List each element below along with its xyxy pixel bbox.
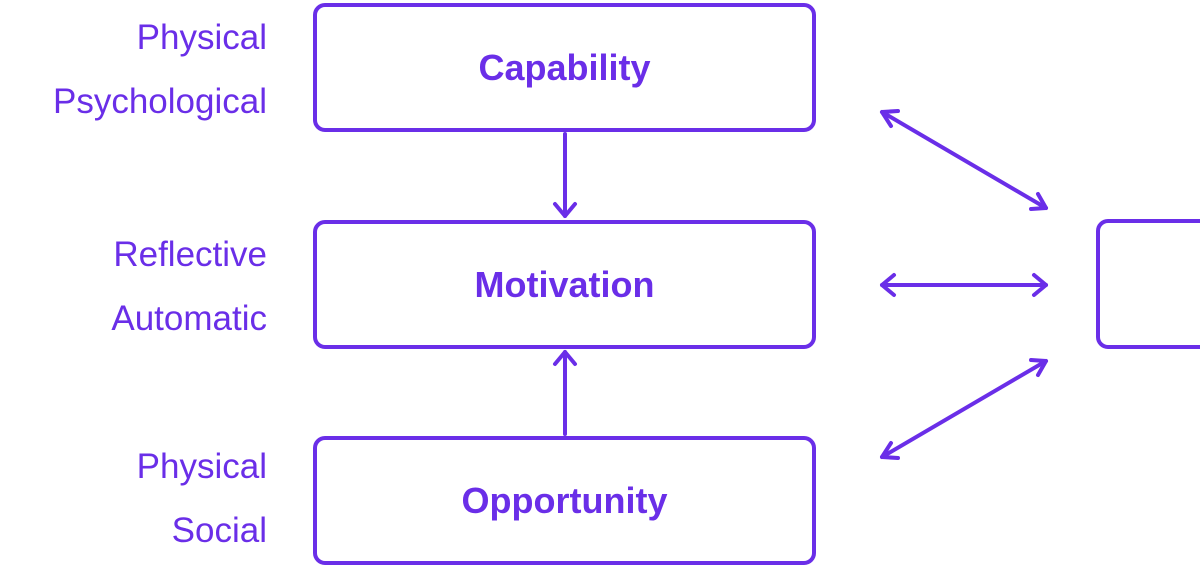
arrow-opportunity-behaviour bbox=[880, 358, 1048, 460]
opportunity-box: Opportunity bbox=[313, 436, 816, 565]
capability-sub-physical: Physical bbox=[136, 18, 267, 57]
arrow-opportunity-to-motivation bbox=[553, 350, 577, 436]
opportunity-sub-social: Social bbox=[171, 511, 267, 550]
capability-box: Capability bbox=[313, 3, 816, 132]
arrow-capability-to-motivation bbox=[553, 132, 577, 218]
opportunity-sub-physical: Physical bbox=[136, 447, 267, 486]
motivation-sub-reflective: Reflective bbox=[113, 235, 267, 274]
opportunity-title: Opportunity bbox=[461, 479, 668, 521]
motivation-box: Motivation bbox=[313, 220, 816, 349]
capability-sub-psychological: Psychological bbox=[53, 82, 267, 121]
behaviour-box bbox=[1096, 219, 1200, 349]
arrow-motivation-behaviour bbox=[880, 273, 1048, 297]
arrow-capability-behaviour bbox=[880, 109, 1048, 211]
motivation-title: Motivation bbox=[474, 263, 655, 305]
capability-title: Capability bbox=[478, 46, 651, 88]
motivation-sub-automatic: Automatic bbox=[111, 299, 267, 338]
